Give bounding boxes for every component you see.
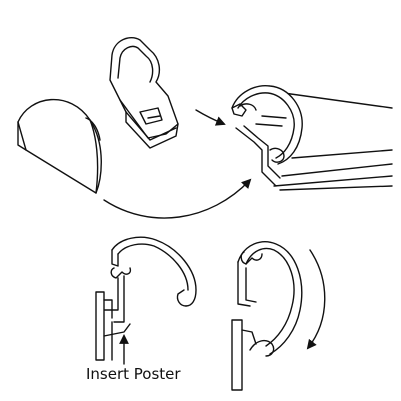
hanging-clip-illustration [109, 37, 179, 149]
profile-open [231, 241, 303, 391]
rotate-open-arrow [306, 249, 326, 350]
insert-poster-label: Insert Poster [86, 365, 181, 383]
snap-profile-perspective [231, 85, 393, 191]
end-cap-illustration [17, 98, 102, 194]
cap-to-profile-arrow [103, 178, 252, 219]
clip-to-profile-arrow [195, 109, 226, 126]
profile-closed [95, 236, 197, 361]
